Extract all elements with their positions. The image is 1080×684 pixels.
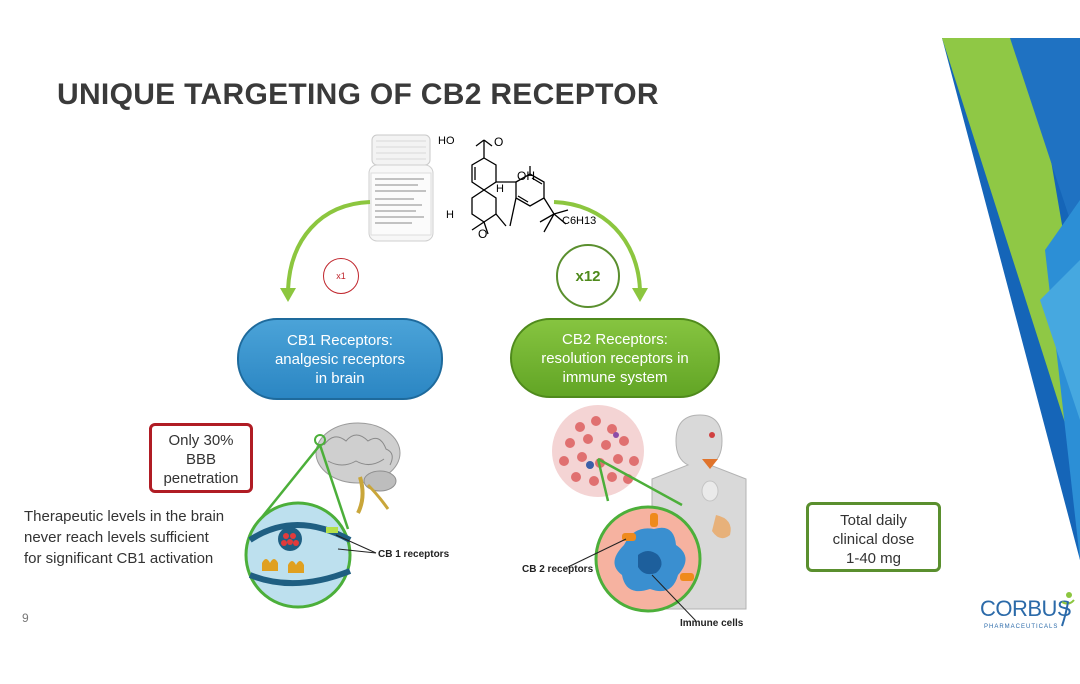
- pill-bottle-image: [368, 134, 434, 242]
- therapeutic-levels-note: Therapeutic levels in the brain never re…: [24, 506, 224, 569]
- cb2-pill-line: immune system: [562, 368, 668, 386]
- cb1-receptors-label: CB 1 receptors: [378, 549, 450, 560]
- molecule-label-ho: HO: [438, 135, 455, 147]
- bbb-note-line: BBB: [185, 451, 216, 468]
- bbb-note-line: Only 30%: [168, 432, 234, 449]
- molecule-structure: HO O OH H H O C6H13: [438, 135, 596, 241]
- cb2-pill-line: CB2 Receptors:: [562, 330, 668, 348]
- therapeutic-note-line: never reach levels sufficient: [24, 529, 209, 546]
- therapeutic-note-line: for significant CB1 activation: [24, 550, 214, 567]
- immune-cells-label: Immune cells: [680, 618, 744, 629]
- molecule-label-h-lower: H: [446, 209, 454, 221]
- dose-note-line: clinical dose: [832, 531, 915, 548]
- arrow-to-cb2-icon: [553, 200, 648, 302]
- bbb-penetration-note: Only 30% BBB penetration: [149, 423, 253, 493]
- cb1-pill-line: in brain: [315, 369, 365, 387]
- brain-illustration: [244, 422, 401, 609]
- molecule-label-h-upper: H: [496, 183, 504, 195]
- cb2-receptors-pill: CB2 Receptors: resolution receptors in i…: [510, 318, 720, 398]
- logo-figure-icon: [1061, 592, 1075, 627]
- cb1-pill-line: CB1 Receptors:: [287, 331, 393, 349]
- therapeutic-note-line: Therapeutic levels in the brain: [24, 508, 225, 525]
- dose-note-line: Total daily: [840, 512, 907, 529]
- dose-note-line: 1-40 mg: [845, 550, 902, 567]
- molecule-label-o: O: [494, 135, 503, 149]
- daily-dose-note: Total daily clinical dose 1-40 mg: [806, 502, 941, 572]
- cb1-pill-line: analgesic receptors: [274, 350, 406, 368]
- corbus-logo-tagline: PHARMACEUTICALS: [984, 624, 1059, 630]
- molecule-label-c6h13: C6H13: [562, 215, 596, 227]
- cb1-receptors-pill: CB1 Receptors: analgesic receptors in br…: [237, 318, 443, 400]
- cb1-multiplier-badge: x1: [323, 258, 359, 294]
- cb2-receptors-label: CB 2 receptors: [522, 564, 594, 575]
- molecule-label-ring-o: O: [478, 227, 487, 241]
- page-number: 9: [22, 611, 29, 625]
- cb2-pill-line: resolution receptors in: [541, 349, 689, 367]
- corbus-logo: CORBUS: [980, 596, 1072, 621]
- arrow-to-cb1-icon: [280, 200, 371, 302]
- molecule-label-oh: OH: [517, 169, 535, 183]
- cb2-multiplier-badge: x12: [556, 244, 620, 308]
- bbb-note-line: penetration: [163, 470, 239, 487]
- slide-title: UNIQUE TARGETING OF CB2 RECEPTOR: [57, 78, 659, 111]
- immune-system-illustration: [552, 405, 747, 622]
